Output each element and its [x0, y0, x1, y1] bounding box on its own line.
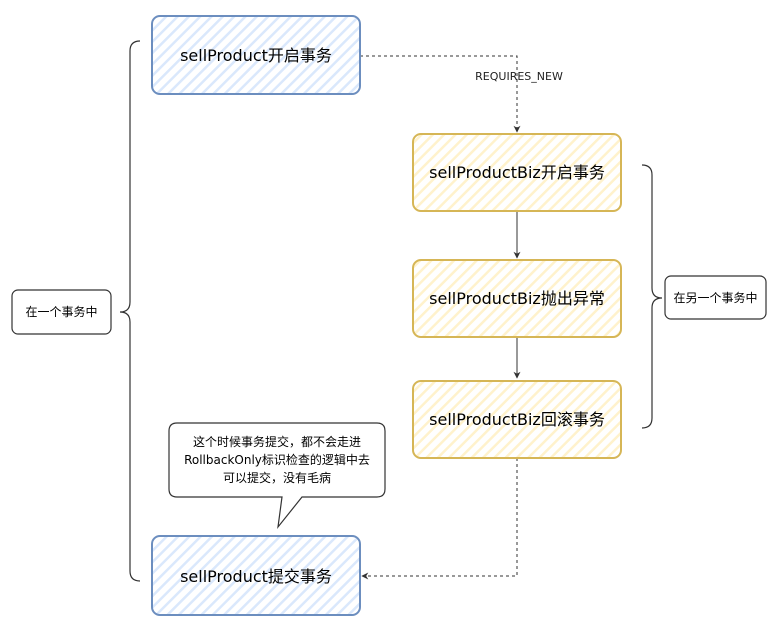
node-sell-product-start-label: sellProduct开启事务: [180, 46, 332, 65]
edge-start-to-biz-start: [360, 55, 521, 133]
node-biz-throw-label: sellProductBiz抛出异常: [429, 289, 605, 308]
inner-brace-label: 在另一个事务中: [673, 290, 757, 305]
inner-brace: [641, 164, 663, 429]
node-biz-start-label: sellProductBiz开启事务: [429, 163, 605, 182]
inner-brace-label-box: 在另一个事务中: [664, 275, 767, 320]
callout-line-2: RollbackOnly标识检查的逻辑中去: [184, 452, 370, 467]
outer-brace-label: 在一个事务中: [25, 304, 97, 319]
node-biz-throw[interactable]: sellProductBiz抛出异常: [412, 259, 622, 338]
node-biz-rollback[interactable]: sellProductBiz回滚事务: [412, 380, 622, 459]
outer-brace: [119, 40, 141, 582]
callout-line-3: 可以提交，没有毛病: [223, 470, 331, 485]
edge-label-requires-new: REQUIRES_NEW: [475, 70, 563, 83]
outer-brace-label-box: 在一个事务中: [11, 289, 112, 335]
node-biz-start[interactable]: sellProductBiz开启事务: [412, 133, 622, 212]
node-sell-product-start[interactable]: sellProduct开启事务: [151, 15, 361, 95]
callout-bubble: 这个时候事务提交，都不会走进 RollbackOnly标识检查的逻辑中去 可以提…: [168, 422, 386, 530]
node-sell-product-commit-label: sellProduct提交事务: [180, 567, 332, 586]
node-biz-rollback-label: sellProductBiz回滚事务: [429, 410, 605, 429]
callout-line-1: 这个时候事务提交，都不会走进: [193, 434, 361, 449]
node-sell-product-commit[interactable]: sellProduct提交事务: [151, 535, 361, 616]
